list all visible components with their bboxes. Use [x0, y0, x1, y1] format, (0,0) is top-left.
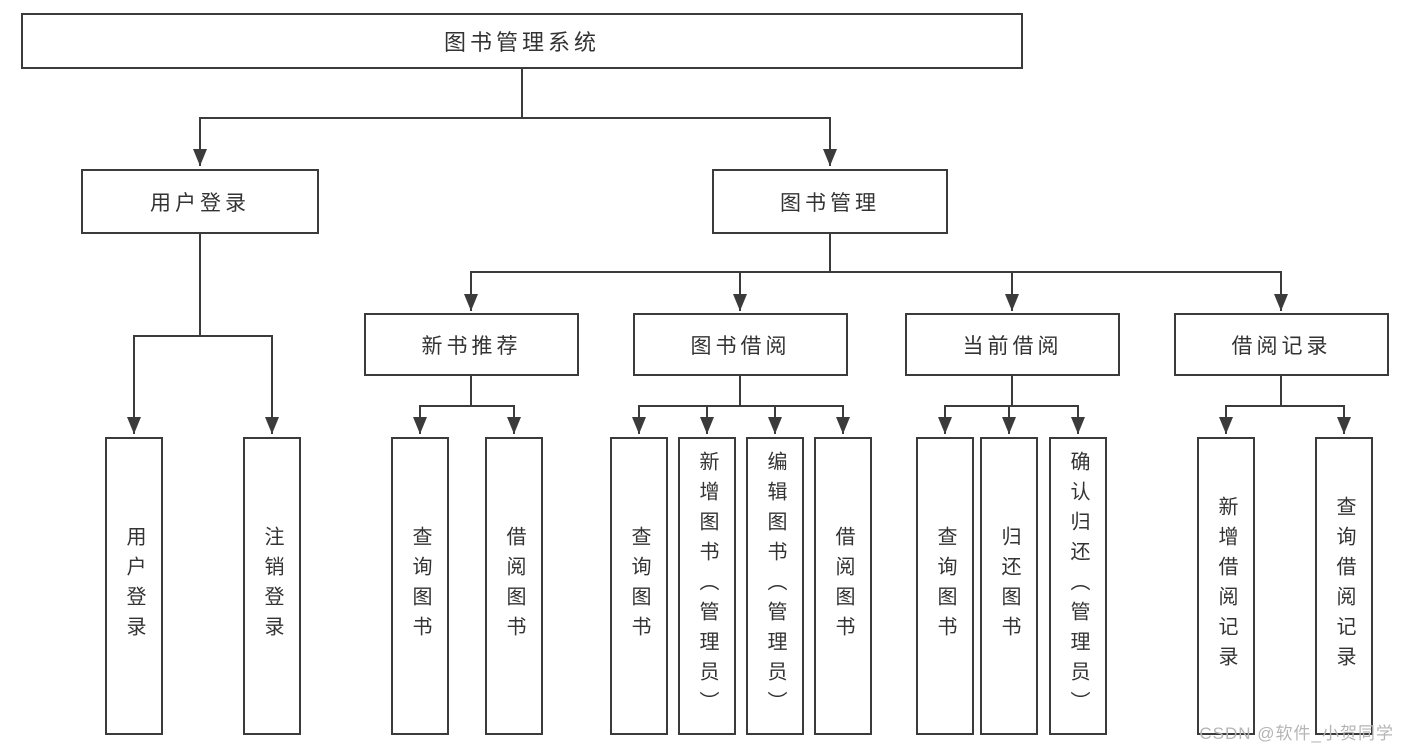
leaf-logout: 注销登录 [243, 437, 301, 735]
node-book-management: 图书管理 [712, 169, 948, 234]
leaf-query-books-2: 查询图书 [610, 437, 668, 735]
leaf-query-books-3: 查询图书 [916, 437, 974, 735]
leaf-confirm-return-admin: 确认归还（管理员） [1049, 437, 1107, 735]
node-book-borrow: 图书借阅 [633, 313, 848, 376]
leaf-query-borrow-record: 查询借阅记录 [1315, 437, 1373, 735]
node-new-book-recommend: 新书推荐 [364, 313, 579, 376]
csdn-watermark: CSDN @软件_小贺同学 [1199, 724, 1394, 743]
node-user-login: 用户登录 [81, 169, 319, 234]
leaf-add-books-admin: 新增图书（管理员） [678, 437, 736, 735]
node-root: 图书管理系统 [21, 13, 1023, 69]
leaf-add-borrow-record: 新增借阅记录 [1197, 437, 1255, 735]
leaf-query-books-1: 查询图书 [391, 437, 449, 735]
leaf-borrow-books-2: 借阅图书 [814, 437, 872, 735]
node-current-borrow: 当前借阅 [905, 313, 1120, 376]
leaf-return-books: 归还图书 [980, 437, 1038, 735]
leaf-user-login: 用户登录 [105, 437, 163, 735]
node-borrow-records: 借阅记录 [1174, 313, 1389, 376]
leaf-borrow-books-1: 借阅图书 [485, 437, 543, 735]
leaf-edit-books-admin: 编辑图书（管理员） [746, 437, 804, 735]
